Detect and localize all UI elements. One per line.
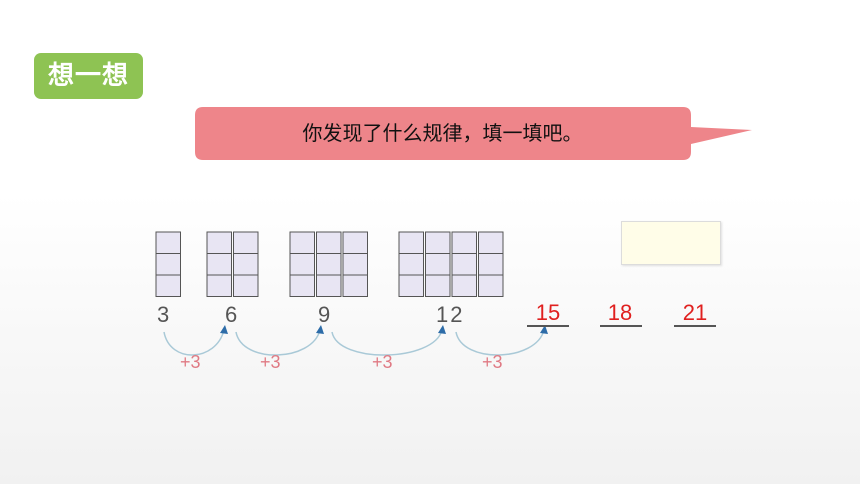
prompt-text: 你发现了什么规律，填一填吧。 [302, 121, 583, 145]
cube [451, 253, 477, 276]
cube [342, 274, 368, 297]
arrow-head [540, 325, 548, 334]
sequence-number: 12 [436, 302, 465, 327]
cube [451, 274, 477, 297]
cube [316, 274, 342, 297]
cube [478, 274, 504, 297]
step-arrow [235, 329, 321, 356]
cube [155, 231, 181, 254]
cube [478, 231, 504, 254]
arrow-head [438, 325, 446, 334]
cube [206, 231, 232, 254]
cube [451, 231, 477, 254]
cube [233, 274, 259, 297]
sequence-number: 3 [157, 302, 170, 327]
step-arrow [331, 329, 443, 356]
cube [233, 231, 259, 254]
answer-value: 15 [535, 300, 561, 325]
arrow-head [316, 325, 324, 334]
cube [398, 231, 424, 254]
step-arrow [455, 329, 545, 356]
cube [398, 274, 424, 297]
cube [289, 253, 315, 276]
answer-value: 21 [682, 300, 708, 325]
think-badge: 想一想 [34, 53, 143, 99]
sequence-number: 6 [225, 302, 238, 327]
cube [155, 253, 181, 276]
cube [233, 253, 259, 276]
answer-line [600, 325, 642, 327]
cube [478, 253, 504, 276]
cube [206, 274, 232, 297]
cube [425, 231, 451, 254]
cube [155, 274, 181, 297]
cube [425, 274, 451, 297]
cube [206, 253, 232, 276]
sequence-number: 9 [318, 302, 331, 327]
cube [398, 253, 424, 276]
step-arrow [163, 329, 225, 356]
answer-line [674, 325, 716, 327]
cube [342, 231, 368, 254]
arrow-head [220, 325, 228, 334]
cube [425, 253, 451, 276]
answer-line [527, 325, 569, 327]
empty-answer-box [621, 221, 721, 265]
cube [316, 253, 342, 276]
cube [289, 274, 315, 297]
cube [342, 253, 368, 276]
step-label: +3 [260, 352, 281, 372]
cube [316, 231, 342, 254]
step-label: +3 [180, 352, 201, 372]
cube [289, 231, 315, 254]
answer-value: 18 [607, 300, 633, 325]
step-label: +3 [482, 352, 503, 372]
step-label: +3 [372, 352, 393, 372]
